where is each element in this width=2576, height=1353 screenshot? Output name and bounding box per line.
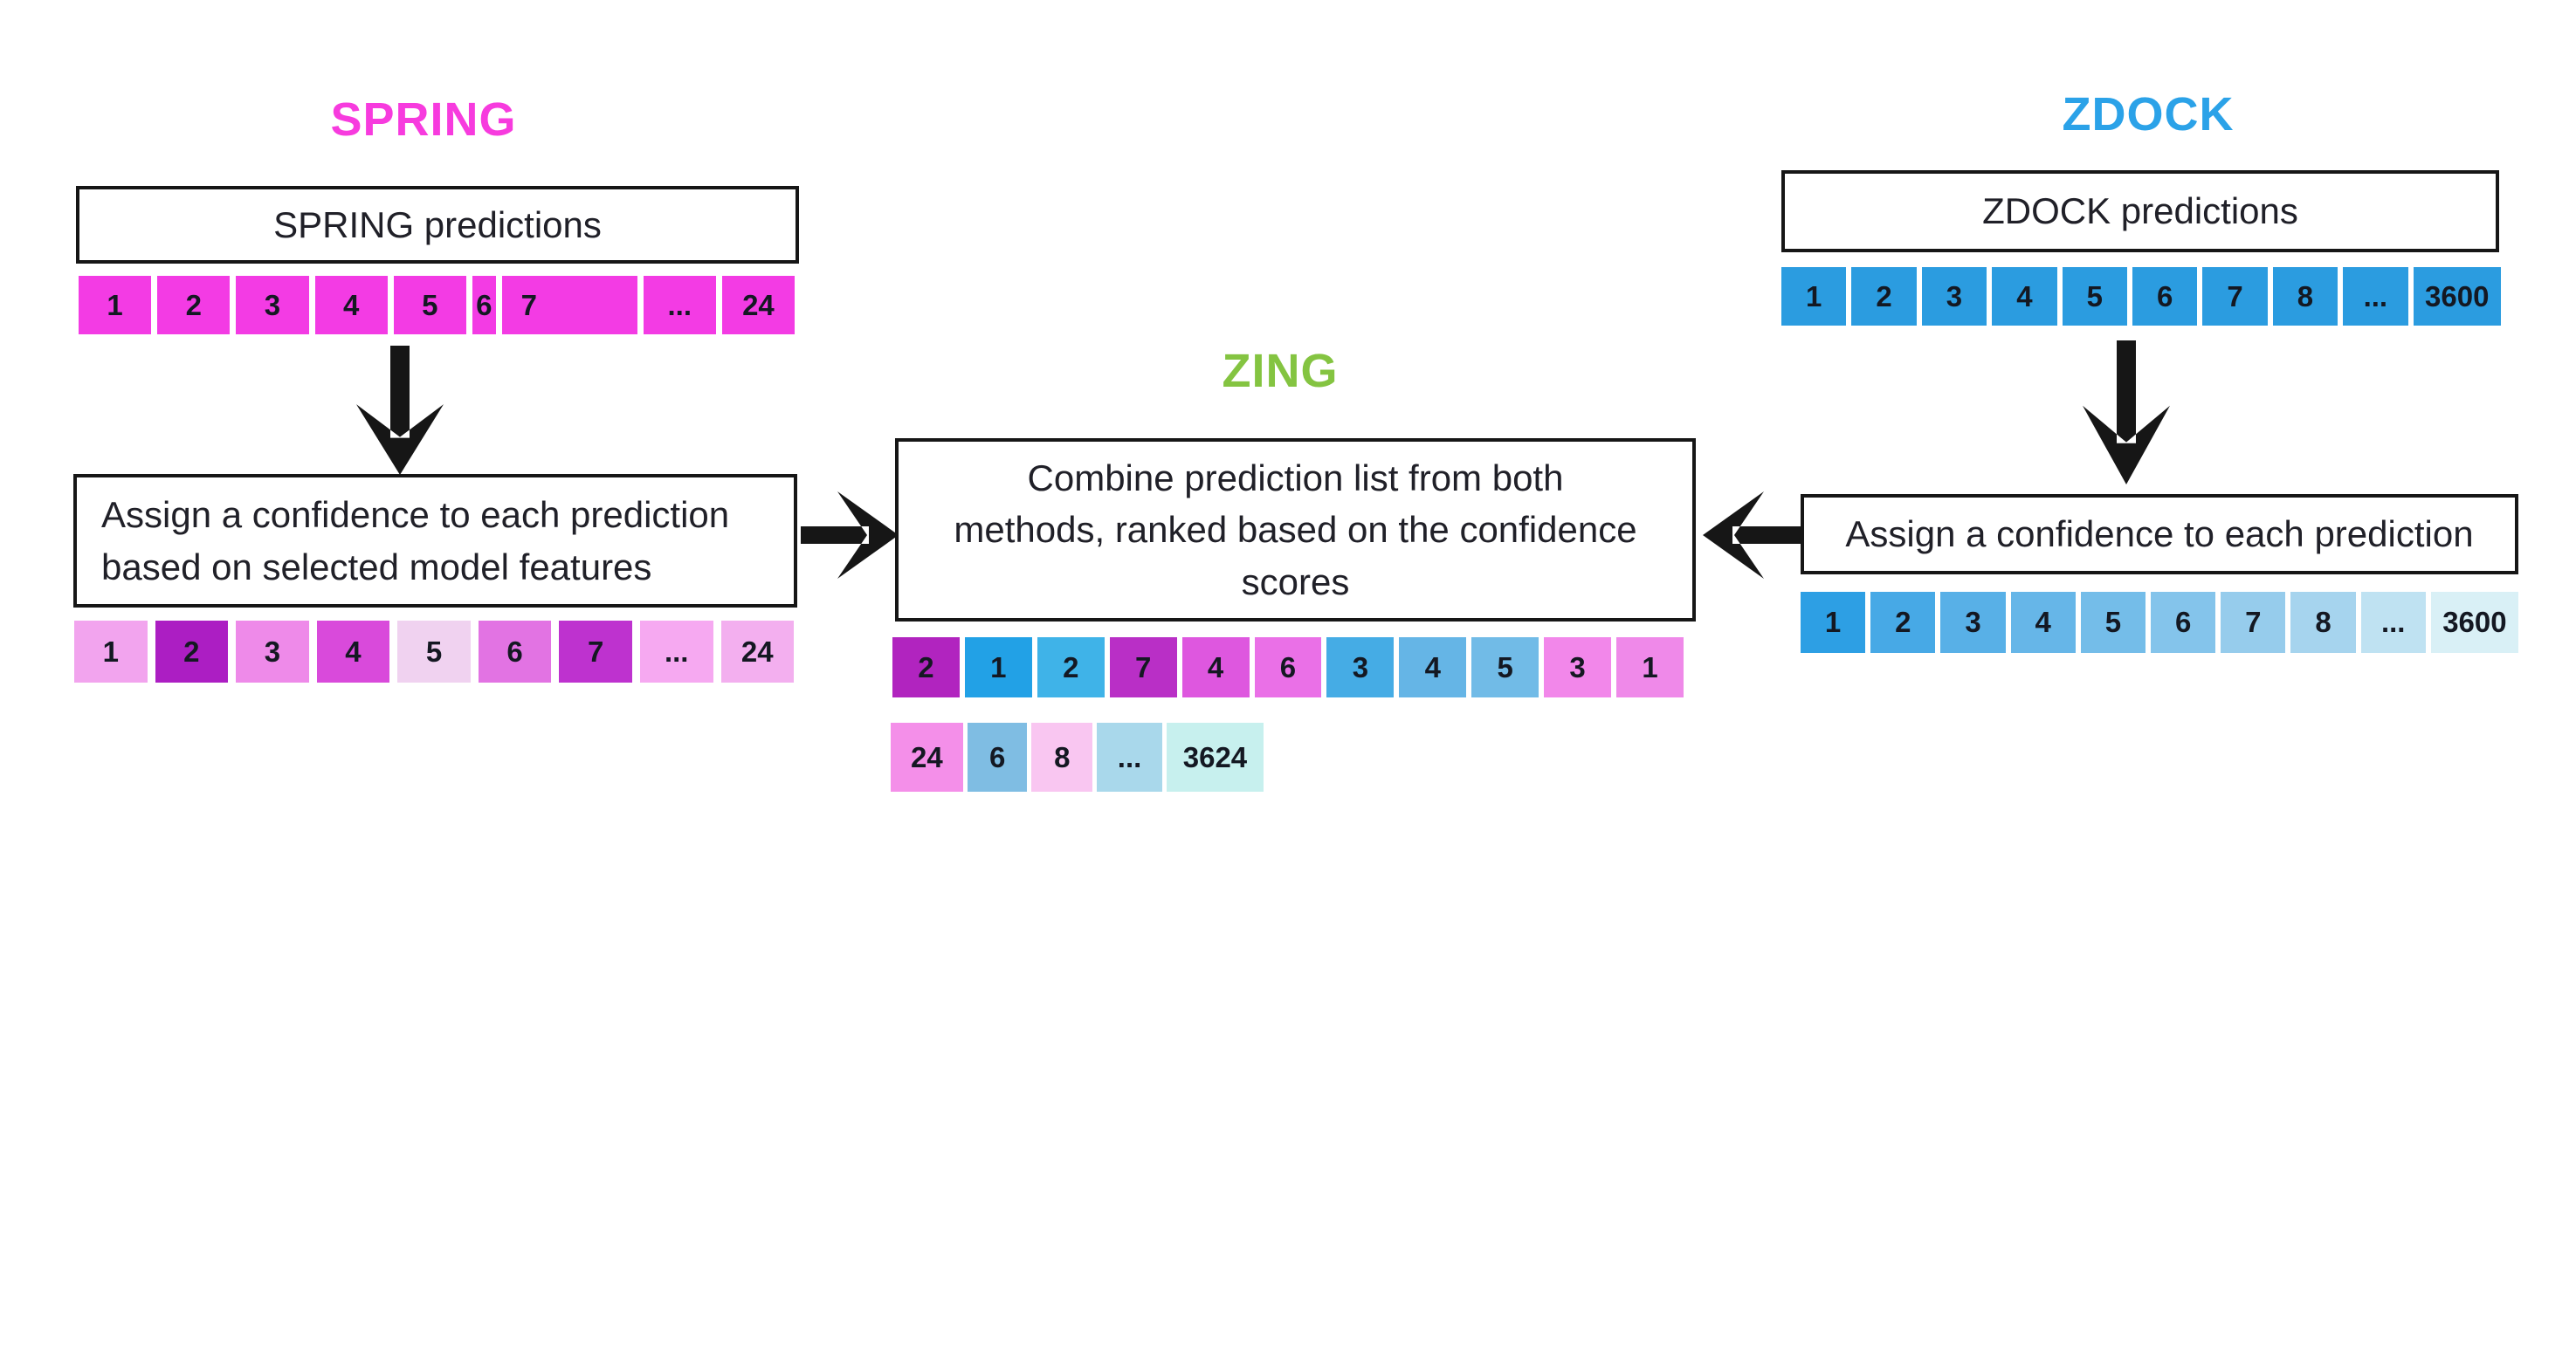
zdock-predictions-box: ZDOCK predictions xyxy=(1781,170,2499,252)
zing-combine-box-text: Combine prediction list from both method… xyxy=(899,452,1692,608)
prediction-cell: 4 xyxy=(2010,592,2076,653)
prediction-cell: 24 xyxy=(721,276,796,334)
prediction-cell: 4 xyxy=(1399,637,1467,697)
prediction-cell: 24 xyxy=(720,621,795,683)
prediction-cell: 4 xyxy=(1992,267,2057,326)
prediction-cell: 8 xyxy=(1031,723,1093,792)
prediction-cell: 7 xyxy=(501,276,637,334)
prediction-cell: 7 xyxy=(2221,592,2286,653)
spring-confidence-line-2: based on selected model features xyxy=(101,546,652,587)
prediction-cell: 6 xyxy=(967,723,1028,792)
zing-combine-line-2: methods, ranked based on the confidence xyxy=(954,509,1637,551)
prediction-cell: ... xyxy=(639,621,713,683)
prediction-cell: 2 xyxy=(157,276,231,334)
prediction-cell: 6 xyxy=(478,621,552,683)
arrow-right-into-zing-icon xyxy=(801,491,899,579)
prediction-cell: 3 xyxy=(236,276,309,334)
prediction-cell: 5 xyxy=(393,276,466,334)
prediction-cell: 8 xyxy=(2272,267,2338,326)
prediction-cell: 3 xyxy=(1921,267,1987,326)
prediction-cell: 1 xyxy=(1781,267,1847,326)
prediction-cell: 2 xyxy=(1851,267,1917,326)
prediction-cell: 2 xyxy=(1037,637,1105,697)
prediction-cell: 1 xyxy=(74,621,148,683)
prediction-cell: 3624 xyxy=(1166,723,1264,792)
spring-predictions-box-label: SPRING predictions xyxy=(273,203,602,245)
zdock-confidence-box-label: Assign a confidence to each prediction xyxy=(1845,513,2474,554)
zdock-title: ZDOCK xyxy=(2062,88,2235,141)
prediction-cell: 2 xyxy=(155,621,229,683)
prediction-cell: 6 xyxy=(2132,267,2198,326)
zing-combine-line-1: Combine prediction list from both xyxy=(1027,457,1564,498)
prediction-cell: 2 xyxy=(1870,592,1936,653)
zing-title: ZING xyxy=(1222,345,1339,397)
prediction-cell: 5 xyxy=(2062,267,2127,326)
prediction-cell: 1 xyxy=(1801,592,1866,653)
prediction-cell: ... xyxy=(1097,723,1162,792)
prediction-cell: 5 xyxy=(1471,637,1539,697)
prediction-cell: 6 xyxy=(1254,637,1322,697)
prediction-cell: 1 xyxy=(79,276,152,334)
spring-confidence-box: Assign a confidence to each prediction b… xyxy=(73,474,797,608)
prediction-cell: 3600 xyxy=(2430,592,2518,653)
prediction-cell: ... xyxy=(2343,267,2408,326)
prediction-cell: 1 xyxy=(964,637,1032,697)
prediction-cell: 8 xyxy=(2290,592,2356,653)
spring-confidence-line-1: Assign a confidence to each prediction xyxy=(101,493,730,535)
prediction-cell: 3 xyxy=(236,621,309,683)
prediction-cell: ... xyxy=(2360,592,2426,653)
arrow-left-into-zing-icon xyxy=(1703,491,1801,579)
prediction-cell: 5 xyxy=(397,621,471,683)
prediction-cell: 4 xyxy=(1181,637,1250,697)
prediction-cell: 6 xyxy=(472,276,496,334)
prediction-cell: ... xyxy=(643,276,716,334)
arrow-down-zdock-icon xyxy=(2083,340,2170,484)
prediction-cell: 24 xyxy=(891,723,963,792)
zing-combine-box: Combine prediction list from both method… xyxy=(895,438,1696,622)
zdock-predictions-box-label: ZDOCK predictions xyxy=(1982,190,2298,231)
zing-combine-line-3: scores xyxy=(1241,560,1350,602)
prediction-cell: 3 xyxy=(1940,592,2006,653)
prediction-cell: 3 xyxy=(1326,637,1395,697)
zdock-confidence-box: Assign a confidence to each prediction xyxy=(1801,494,2518,574)
prediction-cell: 7 xyxy=(2202,267,2268,326)
prediction-cell: 4 xyxy=(314,276,388,334)
prediction-cell: 2 xyxy=(892,637,960,697)
prediction-cell: 7 xyxy=(1109,637,1177,697)
prediction-cell: 3 xyxy=(1544,637,1612,697)
spring-predictions-box: SPRING predictions xyxy=(76,186,799,264)
spring-confidence-box-text: Assign a confidence to each prediction b… xyxy=(101,489,794,593)
spring-title: SPRING xyxy=(330,93,517,146)
arrow-down-spring-icon xyxy=(356,346,444,475)
prediction-cell: 3600 xyxy=(2413,267,2501,326)
prediction-cell: 6 xyxy=(2151,592,2216,653)
prediction-cell: 1 xyxy=(1616,637,1684,697)
prediction-cell: 7 xyxy=(559,621,632,683)
prediction-cell: 4 xyxy=(316,621,390,683)
prediction-cell: 5 xyxy=(2080,592,2146,653)
